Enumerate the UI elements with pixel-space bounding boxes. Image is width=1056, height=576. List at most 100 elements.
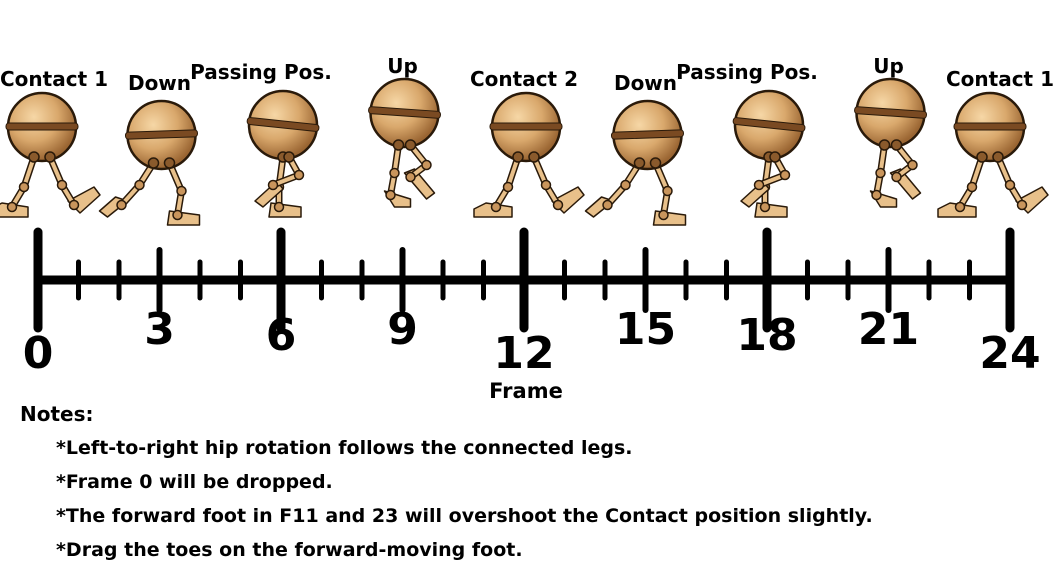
leg xyxy=(889,141,922,200)
foot xyxy=(268,202,302,218)
hip-joint xyxy=(392,139,405,151)
frame-number-3: 3 xyxy=(144,304,175,355)
frame-timeline: 0 3 6 9 12 15 18 21 24 Frame xyxy=(23,227,1041,403)
note-item: *Frame 0 will be dropped. xyxy=(56,471,333,493)
leg-joint xyxy=(875,167,886,179)
leg-joint xyxy=(779,169,791,181)
leg-joint xyxy=(490,201,502,213)
hip-joint xyxy=(44,151,56,163)
leg-joint xyxy=(134,179,145,191)
hip-band xyxy=(610,129,684,140)
leg-joint xyxy=(273,201,285,213)
leg-joint xyxy=(907,159,918,171)
leg-joint xyxy=(966,181,978,193)
notes-list: *Left-to-right hip rotation follows the … xyxy=(20,431,1040,567)
leg xyxy=(530,153,585,214)
leg-joint xyxy=(759,201,771,213)
leg xyxy=(994,153,1049,214)
leg-joint xyxy=(421,159,432,171)
leg-joint xyxy=(658,209,669,221)
hip-joint xyxy=(404,139,417,151)
hip-joint xyxy=(28,151,40,163)
pose-label-frame-0: Contact 1 xyxy=(0,67,108,91)
frame-number-0: 0 xyxy=(23,328,54,379)
frame-number-15: 15 xyxy=(615,304,676,355)
hip-joint xyxy=(769,151,781,163)
leg-joint xyxy=(172,209,183,221)
pose-label-frame-9: Up xyxy=(387,54,418,78)
hip-joint xyxy=(163,157,176,169)
leg-joint xyxy=(176,185,187,197)
leg xyxy=(937,153,986,218)
leg-joint xyxy=(389,167,400,179)
leg-joint xyxy=(602,199,613,211)
walk-figure-frame-24 xyxy=(937,91,1049,218)
walk-figure-frame-18 xyxy=(732,89,806,218)
leg xyxy=(473,153,522,218)
leg xyxy=(652,159,687,226)
leg-joint xyxy=(405,171,416,183)
hip-band xyxy=(953,122,1027,131)
foot xyxy=(754,202,788,218)
frame-number-18: 18 xyxy=(736,310,797,361)
foot xyxy=(652,210,687,226)
hip-band xyxy=(854,106,927,119)
leg-joint xyxy=(6,201,18,213)
leg-joint xyxy=(1004,179,1016,191)
leg-joint xyxy=(56,179,68,191)
leg-joint xyxy=(891,171,902,183)
foot xyxy=(166,210,201,226)
leg xyxy=(46,153,101,214)
note-item: *The forward foot in F11 and 23 will ove… xyxy=(56,505,873,527)
frame-number-24: 24 xyxy=(979,328,1040,379)
hip-joint xyxy=(649,157,662,169)
leg-joint xyxy=(68,199,80,211)
frame-number-21: 21 xyxy=(858,304,919,355)
hip-band xyxy=(5,122,79,131)
hip-joint xyxy=(147,157,160,169)
frame-number-6: 6 xyxy=(266,310,297,361)
frame-number-12: 12 xyxy=(493,328,554,379)
hip-joint xyxy=(283,151,295,163)
frame-numbers: 0 3 6 9 12 15 18 21 24 xyxy=(23,304,1041,379)
hip-joint xyxy=(992,151,1004,163)
hip-band xyxy=(368,106,441,119)
walk-figure-frame-3 xyxy=(98,99,201,226)
pose-label-frame-18: Passing Pos. xyxy=(676,60,818,84)
note-item: *Drag the toes on the forward-moving foo… xyxy=(56,539,523,561)
pose-label-frame-6: Passing Pos. xyxy=(190,60,332,84)
leg-joint xyxy=(293,169,305,181)
leg-joint xyxy=(871,189,882,201)
frame-number-9: 9 xyxy=(387,304,418,355)
axis-label: Frame xyxy=(489,379,563,403)
walk-figure-frame-12 xyxy=(473,91,585,218)
hip-band xyxy=(732,117,806,132)
walk-figure-frame-0 xyxy=(0,91,101,218)
pose-label-frame-21: Up xyxy=(873,54,904,78)
walk-figure-frame-9 xyxy=(368,77,441,208)
leg-joint xyxy=(662,185,673,197)
note-item: *Left-to-right hip rotation follows the … xyxy=(56,437,633,459)
leg-joint xyxy=(18,181,30,193)
leg xyxy=(0,153,38,218)
hip-joint xyxy=(890,139,903,151)
hip-band xyxy=(246,117,320,132)
walk-poses xyxy=(0,77,1049,226)
leg xyxy=(403,141,436,200)
pose-label-frame-15: Down xyxy=(614,71,677,95)
hip-band xyxy=(489,122,563,131)
leg-joint xyxy=(552,199,564,211)
notes-section: Notes: *Left-to-right hip rotation follo… xyxy=(20,401,1040,567)
walk-figure-frame-15 xyxy=(584,99,687,226)
leg xyxy=(98,159,157,218)
leg-joint xyxy=(1016,199,1028,211)
leg-joint xyxy=(267,179,279,191)
pose-label-frame-3: Down xyxy=(128,71,191,95)
pose-label-frame-12: Contact 2 xyxy=(470,67,578,91)
pose-label-frame-24: Contact 1 xyxy=(946,67,1054,91)
hip-joint xyxy=(878,139,891,151)
hip-joint xyxy=(633,157,646,169)
hip-band xyxy=(124,129,198,140)
leg-joint xyxy=(385,189,396,201)
